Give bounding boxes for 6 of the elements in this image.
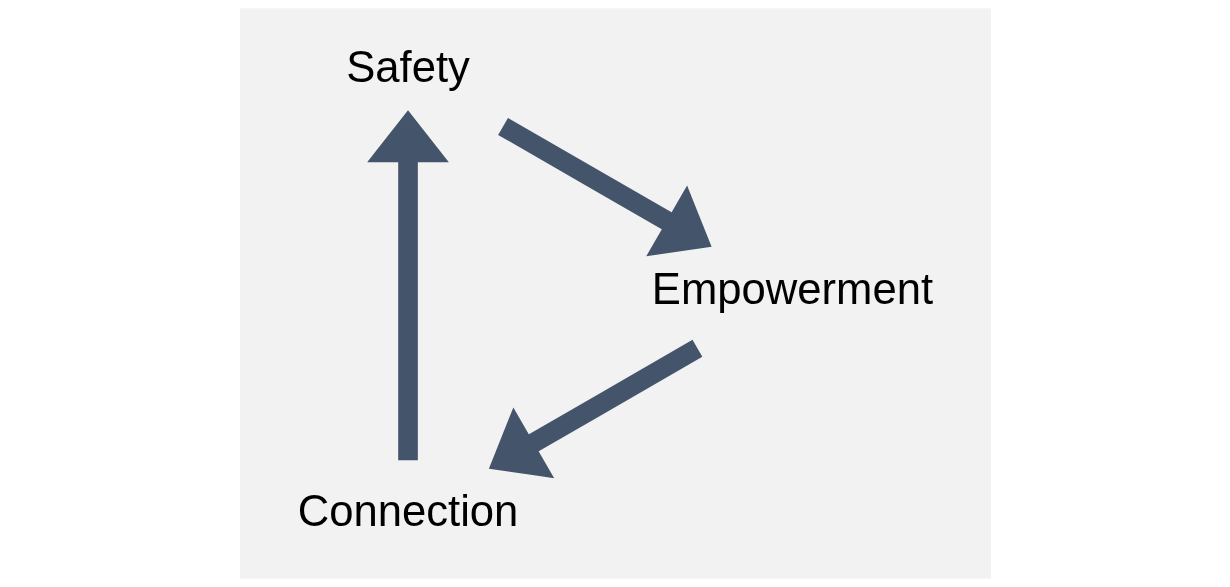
node-text: Connection [297, 487, 518, 536]
arrow [497, 117, 712, 257]
arrow [366, 110, 449, 461]
node-text: Empowerment [651, 265, 933, 314]
node-text: Safety [345, 43, 470, 92]
arrow [488, 339, 702, 479]
